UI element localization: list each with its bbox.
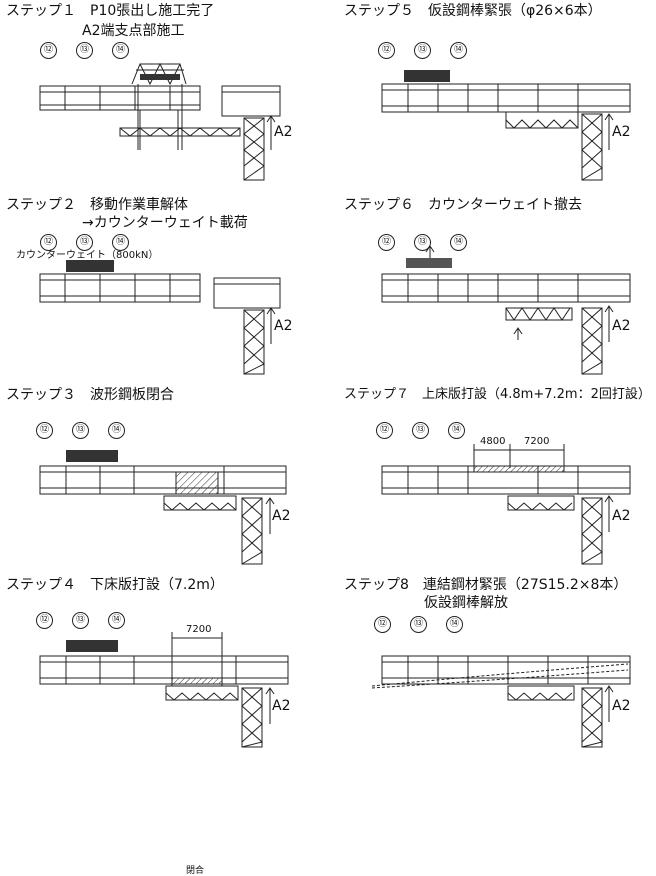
segment-12-label: ⑫ bbox=[378, 42, 395, 59]
segment-12-label: ⑫ bbox=[376, 422, 393, 439]
step-2-panel: ステップ２ 移動作業車解体 →カウンターウェイト載荷 ⑫ ⑬ ⑭ カウンターウェ… bbox=[0, 194, 318, 375]
step-subtitle: 仮設鋼棒解放 bbox=[424, 595, 508, 611]
segment-13-label: ⑬ bbox=[410, 616, 427, 633]
pier-a2-label: A2 bbox=[272, 508, 291, 524]
step-title: ステップ３ 波形鋼板閉合 bbox=[6, 387, 174, 403]
step-title: ステップ７ 上床版打設（4.8m+7.2m：2回打設） bbox=[344, 387, 651, 402]
step-3-drawing bbox=[39, 450, 287, 565]
segment-12-label: ⑫ bbox=[40, 42, 57, 59]
step-7-drawing bbox=[381, 444, 631, 565]
dimension-7200: 7200 bbox=[186, 624, 212, 635]
segment-14-label: ⑭ bbox=[108, 612, 125, 629]
step-6-drawing bbox=[381, 245, 631, 375]
segment-12-label: ⑫ bbox=[378, 234, 395, 251]
step-4-panel: ステップ４ 下床版打設（7.2m） ⑫ ⑬ ⑭ 7200 A2 bbox=[0, 574, 318, 754]
pier-a2-label: A2 bbox=[274, 124, 293, 140]
segment-14-label: ⑭ bbox=[112, 234, 129, 251]
dimension-4800: 4800 bbox=[480, 436, 506, 447]
pier-a2-label: A2 bbox=[272, 698, 291, 714]
segment-14-label: ⑭ bbox=[448, 422, 465, 439]
step-5-panel: ステップ５ 仮設鋼棒緊張（φ26×6本） ⑫ ⑬ ⑭ A2 bbox=[338, 0, 656, 181]
segment-13-label: ⑬ bbox=[414, 42, 431, 59]
step-title: ステップ４ 下床版打設（7.2m） bbox=[6, 577, 224, 593]
segment-14-label: ⑭ bbox=[450, 234, 467, 251]
step-subtitle: A2端支点部施工 bbox=[82, 23, 185, 39]
segment-14-label: ⑭ bbox=[450, 42, 467, 59]
segment-14-label: ⑭ bbox=[112, 42, 129, 59]
pier-a2-label: A2 bbox=[612, 698, 631, 714]
segment-13-label: ⑬ bbox=[72, 422, 89, 439]
segment-12-label: ⑫ bbox=[36, 422, 53, 439]
step-3-panel: ステップ３ 波形鋼板閉合 ⑫ ⑬ ⑭ 閉合 A2 bbox=[0, 384, 318, 876]
segment-12-label: ⑫ bbox=[374, 616, 391, 633]
segment-14-label: ⑭ bbox=[108, 422, 125, 439]
step-1-panel: ステップ１ P10張出し施工完了 A2端支点部施工 ⑫ ⑬ ⑭ bbox=[0, 0, 318, 181]
pier-a2-label: A2 bbox=[274, 318, 293, 334]
pier-a2-label: A2 bbox=[612, 508, 631, 524]
segment-13-label: ⑬ bbox=[414, 234, 431, 251]
segment-13-label: ⑬ bbox=[72, 612, 89, 629]
step-5-drawing bbox=[381, 70, 631, 181]
step-title: ステップ8 連結鋼材緊張（27S15.2×8本） bbox=[344, 577, 628, 593]
step-title: ステップ６ カウンターウェイト撤去 bbox=[344, 197, 582, 213]
segment-13-label: ⑬ bbox=[412, 422, 429, 439]
segment-12-label: ⑫ bbox=[36, 612, 53, 629]
step-subtitle: →カウンターウェイト載荷 bbox=[82, 215, 248, 231]
step-8-drawing bbox=[371, 655, 631, 748]
dimension-7200: 7200 bbox=[524, 436, 550, 447]
closure-label: 閉合 bbox=[186, 866, 205, 876]
pier-a2-label: A2 bbox=[612, 124, 631, 140]
counterweight-label: カウンターウェイト（800kN） bbox=[16, 250, 159, 261]
segment-13-label: ⑬ bbox=[76, 234, 93, 251]
pier-a2-label: A2 bbox=[612, 318, 631, 334]
segment-14-label: ⑭ bbox=[446, 616, 463, 633]
step-8-panel: ステップ8 連結鋼材緊張（27S15.2×8本） 仮設鋼棒解放 ⑫ ⑬ ⑭ A2 bbox=[338, 574, 656, 754]
step-title: ステップ５ 仮設鋼棒緊張（φ26×6本） bbox=[344, 3, 602, 19]
step-title: ステップ１ P10張出し施工完了 bbox=[6, 3, 215, 19]
segment-12-label: ⑫ bbox=[40, 234, 57, 251]
step-1-drawing bbox=[39, 62, 281, 181]
step-6-panel: ステップ６ カウンターウェイト撤去 ⑫ ⑬ ⑭ A2 bbox=[338, 194, 656, 375]
step-title: ステップ２ 移動作業車解体 bbox=[6, 197, 188, 213]
segment-13-label: ⑬ bbox=[76, 42, 93, 59]
step-4-drawing bbox=[39, 632, 289, 748]
step-2-drawing bbox=[39, 260, 281, 375]
step-7-panel: ステップ７ 上床版打設（4.8m+7.2m：2回打設） ⑫ ⑬ ⑭ 4800 7… bbox=[338, 384, 656, 565]
